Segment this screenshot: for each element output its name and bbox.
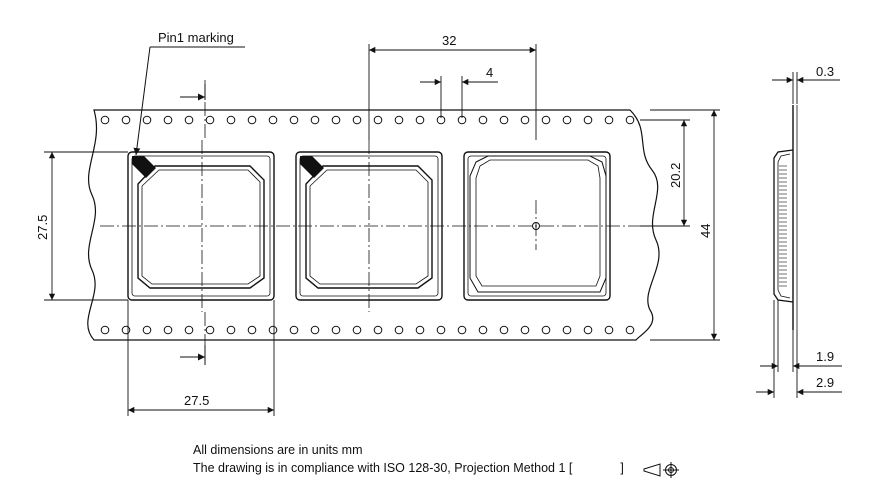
sprocket-hole	[499, 115, 509, 125]
dim-thickness	[772, 72, 840, 104]
sprocket-hole	[478, 115, 488, 125]
sprocket-hole	[142, 325, 152, 335]
sprocket-hole	[562, 115, 572, 125]
sprocket-hole	[352, 325, 362, 335]
dim-pocket-depth	[760, 300, 842, 372]
sprocket-hole	[436, 325, 446, 335]
sprocket-hole	[520, 115, 530, 125]
sprocket-hole	[163, 325, 173, 335]
sprocket-hole	[121, 325, 131, 335]
sprocket-hole	[247, 325, 257, 335]
sprocket-hole	[583, 115, 593, 125]
sprocket-hole	[541, 115, 551, 125]
sprocket-hole	[310, 115, 320, 125]
sprocket-hole	[226, 325, 236, 335]
sprocket-hole	[226, 115, 236, 125]
side-view	[773, 105, 798, 330]
dim-pocket-depth-label: 1.9	[816, 349, 834, 364]
sprocket-hole	[394, 115, 404, 125]
first-angle-projection-icon	[643, 462, 679, 478]
sprocket-hole	[289, 115, 299, 125]
sprocket-hole	[415, 115, 425, 125]
sprocket-hole	[541, 325, 551, 335]
sprocket-hole	[184, 115, 194, 125]
sprocket-hole	[142, 115, 152, 125]
pocket-1	[127, 151, 275, 301]
dim-tape-width	[650, 109, 720, 341]
sprocket-hole	[310, 325, 320, 335]
sprocket-hole	[289, 325, 299, 335]
dim-pocket-width	[127, 300, 275, 416]
sprocket-hole	[415, 325, 425, 335]
sprocket-hole	[268, 115, 278, 125]
sprocket-hole	[121, 115, 131, 125]
sprocket-hole	[625, 325, 635, 335]
sprocket-hole	[100, 115, 110, 125]
dim-hole-pitch	[420, 76, 498, 118]
sprocket-hole	[604, 115, 614, 125]
sprocket-hole	[604, 325, 614, 335]
sprocket-hole	[373, 115, 383, 125]
section-arrow-bottom	[180, 345, 206, 365]
sprocket-hole	[520, 325, 530, 335]
pin1-marker	[300, 156, 324, 178]
sprocket-hole	[205, 325, 215, 335]
dim-pitch-label: 32	[442, 33, 456, 48]
dim-center-offset	[640, 119, 690, 227]
sprocket-hole	[184, 325, 194, 335]
dim-total-depth-label: 2.9	[816, 375, 834, 390]
sprocket-hole	[562, 325, 572, 335]
section-arrow-top	[180, 84, 206, 101]
dim-pitch	[368, 44, 537, 140]
sprocket-holes-bottom	[100, 325, 635, 335]
dim-center-offset-label: 20.2	[668, 163, 683, 188]
dim-thickness-label: 0.3	[816, 64, 834, 79]
sprocket-hole	[247, 115, 257, 125]
compliance-note: The drawing is in compliance with ISO 12…	[193, 461, 624, 475]
sprocket-hole	[373, 325, 383, 335]
sprocket-hole	[268, 325, 278, 335]
carrier-tape-outline	[87, 109, 660, 341]
compliance-text: The drawing is in compliance with ISO 12…	[193, 461, 573, 475]
sprocket-holes-top	[100, 115, 635, 125]
pin1-callout: Pin1 marking	[133, 30, 245, 156]
sprocket-hole	[583, 325, 593, 335]
dim-pocket-width-label: 27.5	[184, 393, 209, 408]
sprocket-hole	[394, 325, 404, 335]
sprocket-hole	[499, 325, 509, 335]
sprocket-hole	[205, 115, 215, 125]
dim-total-depth	[756, 300, 842, 398]
sprocket-hole	[625, 115, 635, 125]
sprocket-hole	[478, 325, 488, 335]
sprocket-hole	[352, 115, 362, 125]
pin1-label: Pin1 marking	[158, 30, 234, 45]
dim-tape-width-label: 44	[698, 224, 713, 238]
sprocket-hole	[163, 115, 173, 125]
sprocket-hole	[331, 115, 341, 125]
pin1-marker	[132, 156, 156, 178]
units-note: All dimensions are in units mm	[193, 443, 363, 457]
dim-pocket-height	[44, 151, 128, 301]
dim-hole-pitch-label: 4	[486, 65, 493, 80]
sprocket-hole	[100, 325, 110, 335]
sprocket-hole	[331, 325, 341, 335]
sprocket-hole	[457, 325, 467, 335]
dim-pocket-height-label: 27.5	[35, 215, 50, 240]
